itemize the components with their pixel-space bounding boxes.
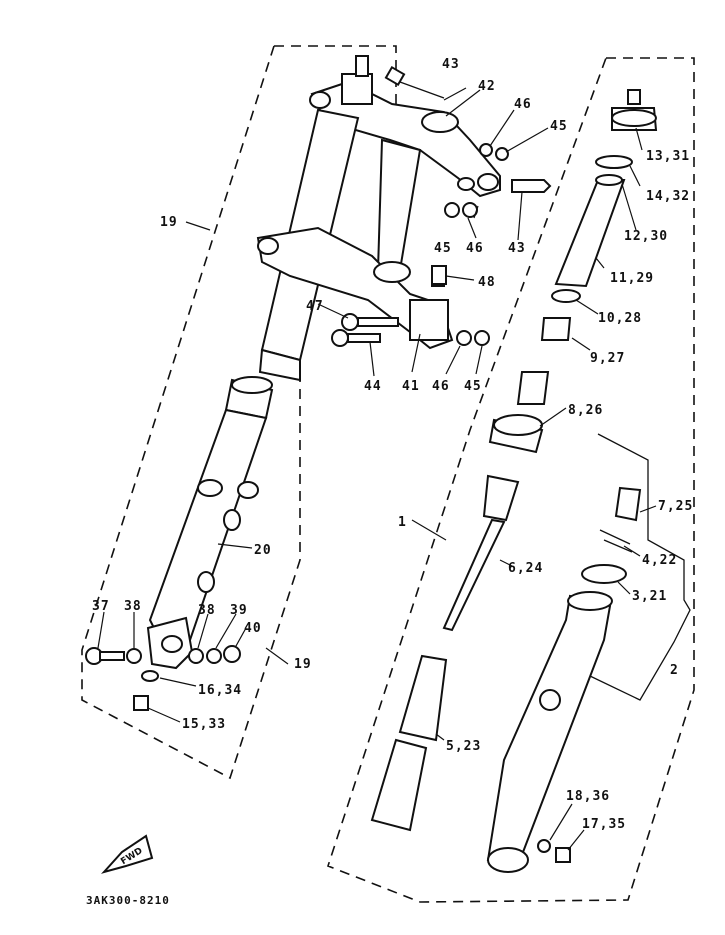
callout-43-top: 43 bbox=[442, 57, 460, 72]
callout-19-lower: 19 bbox=[294, 657, 312, 672]
callout-44: 44 bbox=[364, 379, 382, 394]
bolt-47 bbox=[341, 313, 399, 331]
callout-17-35: 17,35 bbox=[582, 817, 626, 832]
washer-46-upper bbox=[479, 143, 493, 157]
callout-47: 47 bbox=[306, 299, 324, 314]
clip-4-22 bbox=[599, 529, 633, 553]
right-assembly-outline bbox=[327, 57, 695, 903]
callout-15-33: 15,33 bbox=[182, 717, 226, 732]
callout-16-34: 16,34 bbox=[198, 683, 242, 698]
callout-45-mid: 45 bbox=[434, 241, 452, 256]
callout-7-25: 7,25 bbox=[658, 499, 693, 514]
callout-39: 39 bbox=[230, 603, 248, 618]
outer-tube-2 bbox=[486, 591, 613, 873]
washer-46-lower bbox=[456, 330, 472, 346]
callout-46-top: 46 bbox=[514, 97, 532, 112]
callout-46-lower: 46 bbox=[432, 379, 450, 394]
cap-bolt-13-31 bbox=[611, 89, 658, 131]
callout-13-31: 13,31 bbox=[646, 149, 690, 164]
upper-bolt-43 bbox=[384, 65, 445, 99]
nut-45-mid bbox=[444, 202, 460, 218]
washer-38-left bbox=[126, 648, 142, 664]
bushing-7-25 bbox=[614, 486, 642, 522]
callout-38-left: 38 bbox=[124, 599, 142, 614]
o-ring-14-32 bbox=[595, 155, 633, 169]
callout-10-28: 10,28 bbox=[598, 311, 642, 326]
gasket-16-34 bbox=[141, 670, 159, 682]
outer-tube-group-outline bbox=[589, 433, 691, 701]
callout-46-mid: 46 bbox=[466, 241, 484, 256]
dust-seal-3-21 bbox=[581, 564, 627, 584]
callout-19-upper: 19 bbox=[160, 215, 178, 230]
seat-10-28 bbox=[551, 289, 581, 303]
callout-6-24: 6,24 bbox=[508, 561, 543, 576]
bolt-17-35 bbox=[555, 847, 571, 863]
nut-45-lower bbox=[474, 330, 490, 346]
callout-4-22: 4,22 bbox=[642, 553, 677, 568]
callout-20: 20 bbox=[254, 543, 272, 558]
bolt-48 bbox=[431, 265, 447, 285]
spacer-12-30-top bbox=[595, 174, 623, 186]
leader-lines bbox=[97, 87, 657, 851]
callout-3-21: 3,21 bbox=[632, 589, 667, 604]
left-fork-leg bbox=[146, 108, 360, 670]
spring-9-27 bbox=[516, 317, 572, 405]
callout-45-lower: 45 bbox=[464, 379, 482, 394]
pinch-bolt-43-lower bbox=[511, 179, 552, 193]
gasket-18-36 bbox=[537, 839, 551, 853]
nut-45-upper bbox=[495, 147, 509, 161]
callout-9-27: 9,27 bbox=[590, 351, 625, 366]
inner-tube-5-23 bbox=[370, 654, 448, 832]
bolt-44 bbox=[331, 329, 381, 347]
drawing-code: 3AK300-8210 bbox=[86, 894, 170, 907]
callout-2: 2 bbox=[670, 663, 679, 678]
fwd-arrow-icon bbox=[100, 834, 154, 874]
callout-8-26: 8,26 bbox=[568, 403, 603, 418]
callout-41: 41 bbox=[402, 379, 420, 394]
callout-1: 1 bbox=[398, 515, 407, 530]
callout-14-32: 14,32 bbox=[646, 189, 690, 204]
nut-40 bbox=[223, 645, 241, 663]
callout-38-right: 38 bbox=[198, 603, 216, 618]
washer-38-right bbox=[188, 648, 204, 664]
callout-40: 40 bbox=[244, 621, 262, 636]
bolt-37 bbox=[85, 647, 125, 665]
callout-11-29: 11,29 bbox=[610, 271, 654, 286]
callout-18-36: 18,36 bbox=[566, 789, 610, 804]
callout-45-top: 45 bbox=[550, 119, 568, 134]
damper-rod-6-24 bbox=[442, 474, 520, 632]
callouts: 43 42 46 45 13,31 14,32 12,30 11,29 10,2… bbox=[92, 57, 693, 832]
left-assembly-outline bbox=[81, 45, 397, 780]
callout-42: 42 bbox=[478, 79, 496, 94]
steering-stem bbox=[376, 138, 422, 271]
callout-43-mid: 43 bbox=[508, 241, 526, 256]
washer-39 bbox=[206, 648, 222, 664]
callout-5-23: 5,23 bbox=[446, 739, 481, 754]
callout-12-30: 12,30 bbox=[624, 229, 668, 244]
oil-seal-8-26 bbox=[488, 414, 544, 454]
callout-48: 48 bbox=[478, 275, 496, 290]
drain-bolt-15-33 bbox=[133, 695, 149, 711]
callout-37: 37 bbox=[92, 599, 110, 614]
